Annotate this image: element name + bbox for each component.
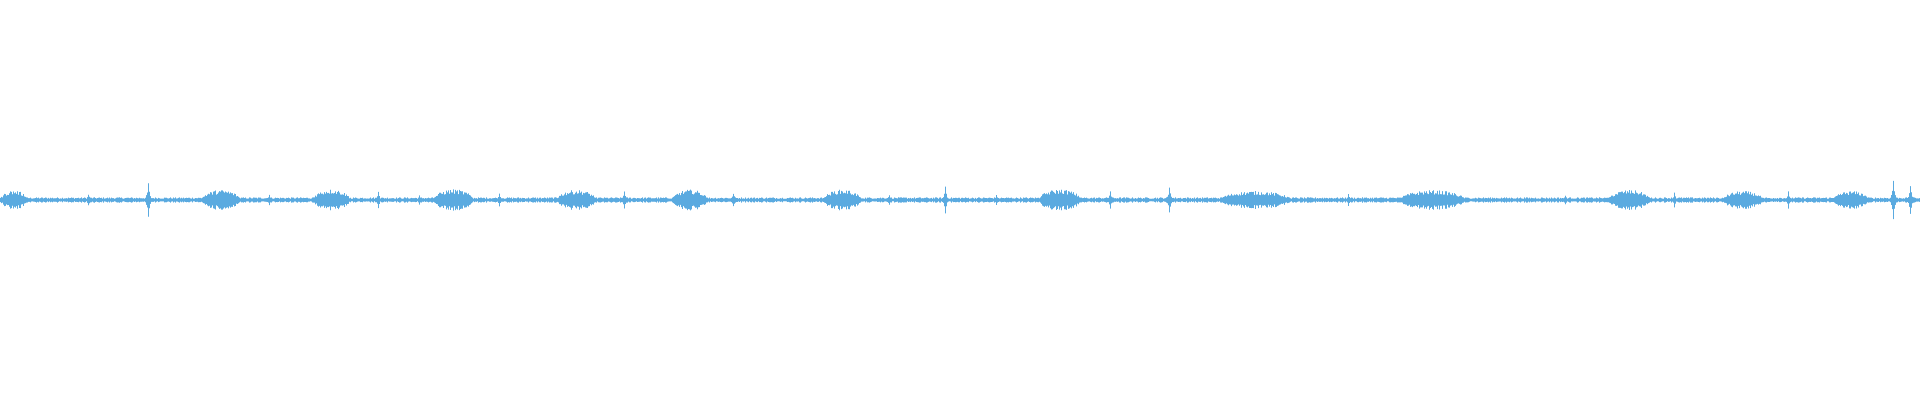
waveform-bars: [0, 180, 1920, 220]
